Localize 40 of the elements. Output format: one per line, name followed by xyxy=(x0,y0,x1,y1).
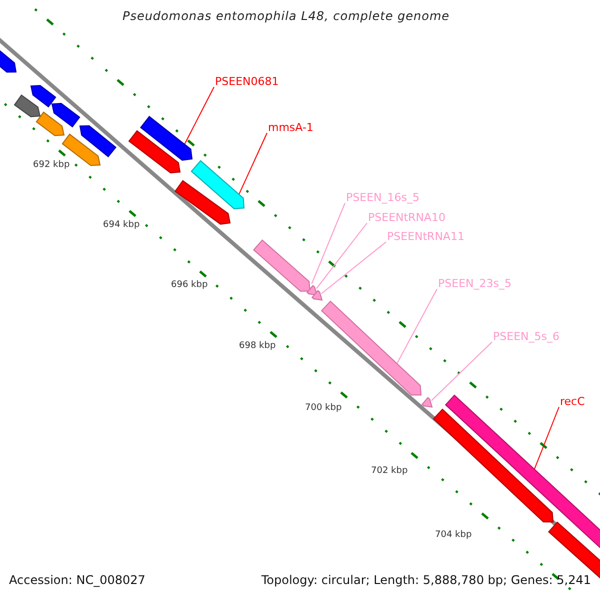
gene-label: recC xyxy=(560,395,585,408)
gene-feature xyxy=(432,408,554,522)
scale-label: 698 kbp xyxy=(239,340,276,353)
gene-feature xyxy=(36,112,65,136)
gene-label: PSEEN_16s_5 xyxy=(346,191,420,204)
scale-label: 700 kbp xyxy=(305,402,342,415)
leader-line xyxy=(430,342,492,402)
leader-line xyxy=(316,222,368,290)
gene-feature xyxy=(320,300,422,396)
scale-label: 704 kbp xyxy=(435,529,472,542)
scale-label: 696 kbp xyxy=(171,279,208,292)
leader-line xyxy=(534,406,560,470)
gene-label: PSEEN_23s_5 xyxy=(438,277,512,290)
leader-line xyxy=(320,242,386,294)
leader-line xyxy=(184,86,214,145)
gene-label: PSEEN_5s_6 xyxy=(493,330,560,343)
footer-text: Topology: circular; Length: 5,888,780 bp; Genes: 5,241 xyxy=(261,574,591,587)
gene-label: PSEEN0681 xyxy=(215,75,279,88)
gene-feature xyxy=(79,125,116,158)
gene-feature xyxy=(14,94,41,118)
leader-line xyxy=(396,288,438,364)
footer-text: Accession: NC_008027 xyxy=(9,574,146,587)
gene-feature xyxy=(140,116,193,161)
leader-line xyxy=(311,202,346,284)
title: Pseudomonas entomophila L48, complete genome xyxy=(122,10,450,23)
gene-feature xyxy=(311,290,323,301)
gene-label: PSEENtRNA10 xyxy=(368,211,446,224)
gene-feature xyxy=(128,130,181,174)
gene-feature xyxy=(253,239,311,292)
scale-label: 702 kbp xyxy=(371,465,408,478)
gene-label: PSEENtRNA11 xyxy=(387,230,464,243)
leader-line xyxy=(238,132,268,195)
scale-label: 692 kbp xyxy=(33,159,70,172)
gene-label: mmsA-1 xyxy=(268,121,314,134)
gene-feature xyxy=(174,180,231,225)
gene-feature xyxy=(51,102,80,128)
scale-label: 694 kbp xyxy=(103,219,140,232)
gene-feature xyxy=(30,85,56,108)
gene-feature xyxy=(421,396,433,408)
gene-feature xyxy=(190,160,245,210)
